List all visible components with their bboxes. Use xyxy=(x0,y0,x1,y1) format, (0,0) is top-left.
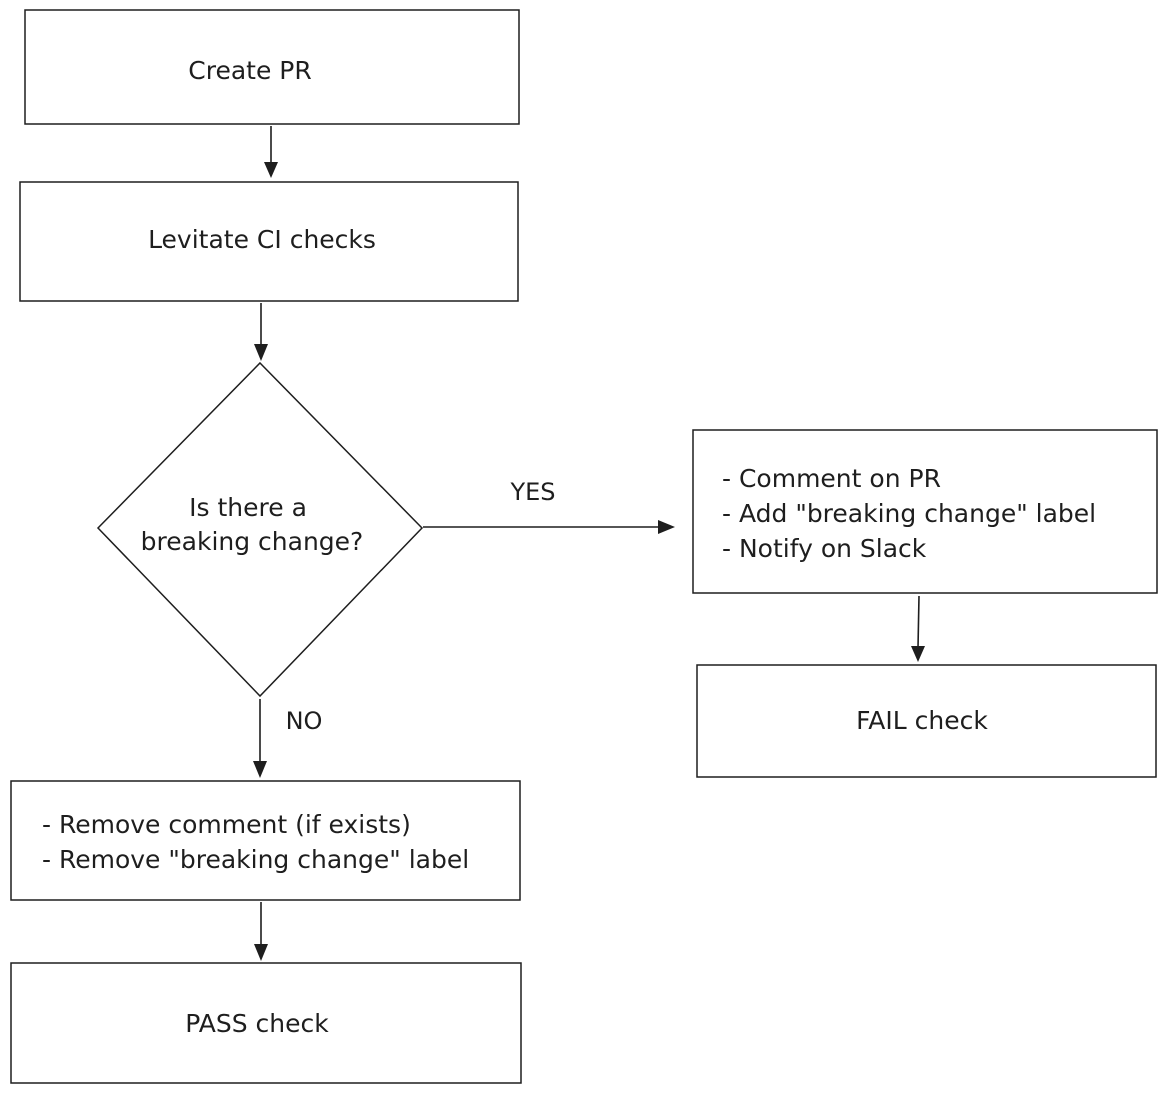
edge-yes: YES xyxy=(423,478,675,534)
node-yes-actions: - Comment on PR - Add "breaking change" … xyxy=(692,429,1158,594)
edge-no: NO xyxy=(253,699,322,778)
yes-action-notify-slack: - Notify on Slack xyxy=(722,534,927,563)
node-no-actions-label: - Remove comment (if exists) - Remove "b… xyxy=(42,810,469,874)
yes-action-comment-on-pr: - Comment on PR xyxy=(722,464,941,493)
yes-action-add-label: - Add "breaking change" label xyxy=(722,499,1096,528)
edge-yes-label: YES xyxy=(509,478,555,506)
node-decision-line-2: breaking change? xyxy=(141,527,364,556)
node-decision-line-1: Is there a xyxy=(189,493,307,522)
edge-create-to-levitate xyxy=(264,126,278,178)
node-decision-breaking-change: Is there a breaking change? xyxy=(96,361,424,698)
node-pass-check: PASS check xyxy=(10,962,522,1084)
node-fail-check: FAIL check xyxy=(696,664,1157,778)
no-action-remove-comment: - Remove comment (if exists) xyxy=(42,810,411,839)
node-no-actions: - Remove comment (if exists) - Remove "b… xyxy=(10,780,521,901)
edge-no-actions-to-pass xyxy=(254,902,268,961)
edge-levitate-to-decision xyxy=(254,303,268,361)
edge-no-label: NO xyxy=(286,707,323,735)
node-levitate-ci-checks: Levitate CI checks xyxy=(19,181,519,302)
node-create-pr: Create PR xyxy=(24,9,520,125)
node-yes-actions-label: - Comment on PR - Add "breaking change" … xyxy=(722,464,1104,563)
node-create-pr-label: Create PR xyxy=(188,56,311,85)
node-decision-label: Is there a breaking change? xyxy=(141,493,364,556)
edge-yes-actions-to-fail xyxy=(911,595,925,662)
no-action-remove-label: - Remove "breaking change" label xyxy=(42,845,469,874)
node-levitate-label: Levitate CI checks xyxy=(148,225,376,254)
node-fail-label: FAIL check xyxy=(856,706,988,735)
node-pass-label: PASS check xyxy=(185,1009,329,1038)
